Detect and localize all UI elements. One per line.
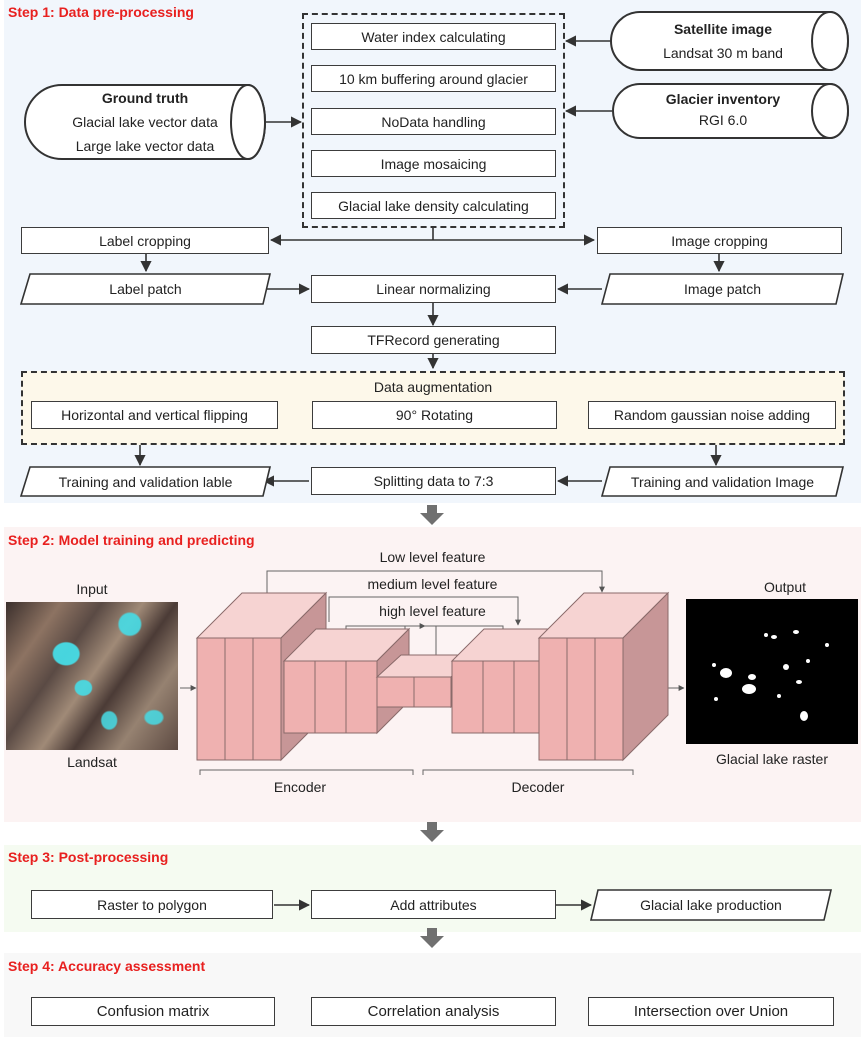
input-label: Input [76, 581, 108, 597]
ground-truth-text: Ground truth Glacial lake vector data La… [40, 86, 250, 158]
step-down-arrows [420, 505, 444, 948]
water-index-box: Water index calculating [311, 23, 556, 50]
satellite-text: Satellite image Landsat 30 m band [618, 17, 828, 65]
inventory-subtitle: RGI 6.0 [698, 112, 748, 128]
encoder-block-2-slab [345, 660, 378, 734]
correlation-analysis-box: Correlation analysis [311, 997, 556, 1026]
training-label-patch: Training and validation lable [58, 473, 233, 490]
glacial-lake-production: Glacial lake production [640, 897, 782, 913]
density-box: Glacial lake density calculating [311, 192, 556, 219]
network-blocks [195, 591, 670, 762]
skip-connections [180, 570, 685, 775]
inventory-title: Glacier inventory [665, 91, 781, 107]
add-attributes-box: Add attributes [311, 890, 556, 919]
inventory-text: Glacier inventory RGI 6.0 [618, 89, 828, 131]
iou-box: Intersection over Union [588, 997, 834, 1026]
glacial-lake-raster-output [686, 599, 858, 744]
glacier-inventory-cylinder [612, 83, 849, 139]
output-label: Output [763, 579, 807, 595]
bottleneck-block-slab [413, 676, 452, 708]
raster-to-polygon-box: Raster to polygon [31, 890, 273, 919]
step4-title: Step 4: Accuracy assessment [8, 958, 206, 974]
mosaicing-box: Image mosaicing [311, 150, 556, 177]
ground-truth-cylinder [24, 84, 266, 160]
augmentation-title: Data augmentation [373, 379, 493, 395]
ground-truth-title: Ground truth [101, 90, 189, 106]
satellite-image-cylinder [610, 11, 849, 71]
ground-truth-line2: Large lake vector data [75, 138, 215, 154]
tfrecord-box: TFRecord generating [311, 326, 556, 354]
step3-title: Step 3: Post-processing [8, 849, 169, 865]
training-image-patch: Training and validation Image [630, 473, 815, 490]
flow-arrows [134, 35, 725, 911]
confusion-matrix-box: Confusion matrix [31, 997, 275, 1026]
encoder-block-1-slab [252, 637, 282, 761]
step1-title: Step 1: Data pre-processing [8, 4, 194, 20]
low-level-feature-label: Low level feature [379, 549, 486, 565]
buffering-box: 10 km buffering around glacier [311, 65, 556, 92]
ground-truth-line1: Glacial lake vector data [72, 114, 218, 130]
lake-spots [712, 630, 829, 721]
image-cropping-box: Image cropping [597, 227, 842, 254]
decoder-label: Decoder [511, 779, 565, 795]
satellite-subtitle: Landsat 30 m band [663, 45, 783, 61]
rotating-box: 90° Rotating [312, 401, 557, 429]
flipping-box: Horizontal and vertical flipping [31, 401, 278, 429]
label-cropping-box: Label cropping [21, 227, 269, 254]
nodata-box: NoData handling [311, 108, 556, 135]
satellite-title: Satellite image [673, 21, 773, 37]
step2-title: Step 2: Model training and predicting [8, 532, 255, 548]
encoder-label: Encoder [273, 779, 327, 795]
high-level-feature-label: high level feature [379, 603, 486, 619]
noise-box: Random gaussian noise adding [588, 401, 836, 429]
splitting-box: Splitting data to 7:3 [311, 467, 556, 495]
decoder-block-1-slab [594, 637, 624, 761]
image-patch: Image patch [683, 281, 762, 297]
linear-normalizing-box: Linear normalizing [311, 275, 556, 303]
landsat-label: Landsat [67, 754, 117, 770]
landsat-input-image [6, 602, 178, 750]
output-caption: Glacial lake raster [715, 751, 829, 767]
medium-level-feature-label: medium level feature [367, 576, 498, 592]
label-patch: Label patch [109, 281, 182, 297]
preprocess-group [302, 13, 565, 228]
